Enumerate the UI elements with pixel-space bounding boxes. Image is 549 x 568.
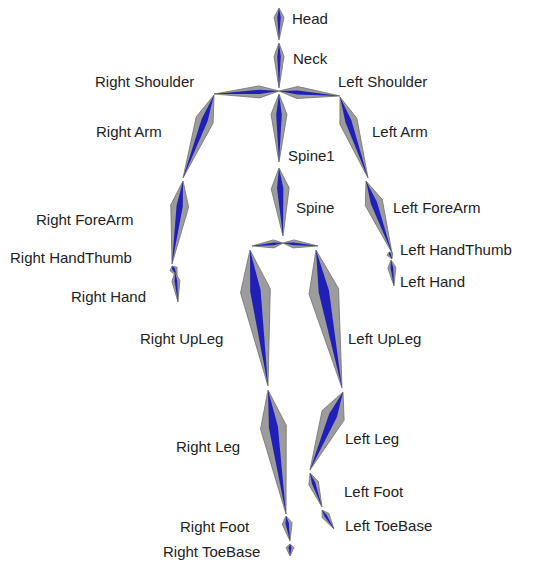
bone-core — [183, 95, 214, 178]
bone-label: Left Arm — [372, 123, 428, 141]
bone-shape — [274, 43, 284, 88]
bone-shape — [388, 260, 396, 286]
bone-shape — [274, 8, 284, 40]
bone-shape — [309, 250, 342, 388]
bone-core — [310, 473, 322, 507]
bone-label: Right Arm — [96, 123, 162, 141]
bone-label: Left HandThumb — [400, 241, 512, 259]
bone-shape — [271, 94, 287, 162]
bone-shape — [286, 544, 294, 556]
bone-shape — [283, 240, 318, 248]
bone-core — [289, 544, 292, 556]
bone-shape — [282, 516, 292, 541]
bone-label: Left Shoulder — [338, 73, 427, 91]
bone-core — [276, 94, 282, 162]
bone-core — [283, 243, 318, 246]
bone-label: Left ForeArm — [393, 199, 481, 217]
bone-label: Left ToeBase — [345, 517, 432, 535]
bone-label: Right ToeBase — [163, 543, 260, 561]
bone-core — [389, 252, 392, 259]
bone-shape — [310, 392, 344, 470]
bone-shape — [172, 272, 180, 302]
bone-label: Left UpLeg — [348, 330, 421, 348]
bone-shape — [241, 250, 271, 386]
bone-core — [316, 250, 342, 388]
bone-core — [175, 272, 178, 302]
bone-label: Right Foot — [180, 518, 249, 536]
bone-core — [250, 250, 268, 386]
bone-core — [366, 181, 392, 253]
bone-shape — [261, 390, 287, 514]
bone-label: Right HandThumb — [10, 249, 132, 267]
bone-shape — [171, 181, 189, 264]
bone-label: Left Hand — [400, 273, 465, 291]
bone-shape — [271, 168, 289, 236]
bone-shape — [387, 252, 393, 259]
bone-label: Right Leg — [176, 438, 240, 456]
bone-label: Right Shoulder — [95, 73, 194, 91]
bone-core — [322, 510, 334, 529]
bone-core — [214, 90, 279, 94]
bone-core — [340, 97, 368, 178]
bone-shape — [252, 240, 283, 248]
bone-label: Right Hand — [71, 288, 146, 306]
bone-core — [268, 390, 286, 514]
bone-core — [277, 168, 283, 236]
bone-label: Head — [292, 10, 328, 28]
bone-core — [172, 181, 183, 264]
bone-label: Right ForeArm — [36, 211, 134, 229]
bone-label: Right UpLeg — [140, 330, 223, 348]
bone-label: Neck — [293, 50, 327, 68]
bone-shape — [322, 510, 334, 529]
bone-shape — [183, 95, 214, 178]
bone-core — [285, 516, 290, 541]
bone-shape — [340, 97, 368, 178]
bone-shape — [365, 181, 392, 253]
bone-label: Spine — [296, 199, 334, 217]
bone-shape — [309, 473, 322, 507]
bone-core — [252, 243, 283, 246]
bone-core — [277, 8, 281, 40]
bone-core — [279, 90, 340, 96]
bone-shape — [279, 87, 340, 99]
bone-label: Spine1 — [288, 147, 335, 165]
bone-core — [310, 392, 343, 470]
bone-label: Left Leg — [345, 430, 399, 448]
bone-core — [391, 260, 394, 286]
bone-shape — [214, 86, 279, 98]
bone-core — [277, 43, 281, 88]
bone-label: Left Foot — [344, 483, 403, 501]
